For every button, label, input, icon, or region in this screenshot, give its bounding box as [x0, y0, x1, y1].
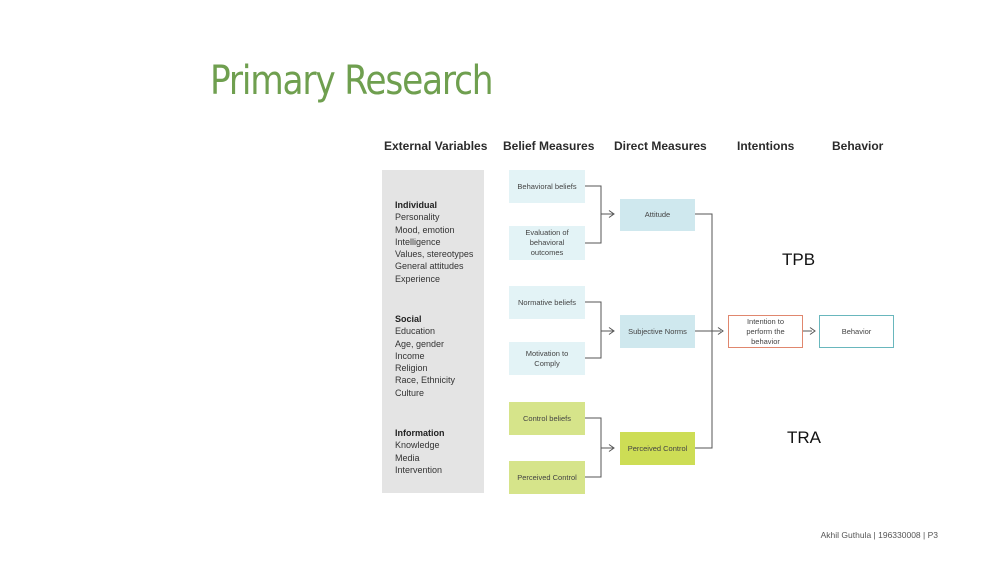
- ext-item: Culture: [395, 387, 425, 398]
- header-external-variables: External Variables: [384, 139, 488, 153]
- label-tra: TRA: [787, 428, 821, 447]
- ext-item: Race, Ethnicity: [395, 375, 456, 386]
- ext-item: Knowledge: [395, 440, 440, 451]
- ext-item: Experience: [395, 273, 441, 284]
- header-behavior: Behavior: [832, 139, 884, 153]
- group-title-information: Information: [395, 428, 445, 438]
- header-intentions: Intentions: [737, 139, 795, 153]
- external-variables-panel: Individual Personality Mood, emotion Int…: [382, 170, 484, 493]
- box-motivation-to-comply: Motivation to Comply: [509, 342, 585, 375]
- box-perceived-control-direct: Perceived Control: [620, 432, 695, 465]
- ext-item: Values, stereotypes: [395, 249, 474, 260]
- box-attitude: Attitude: [620, 199, 695, 231]
- ext-item: Mood, emotion: [395, 224, 455, 235]
- group-information: Information Knowledge Media Intervention: [395, 427, 445, 476]
- header-belief-measures: Belief Measures: [503, 139, 595, 153]
- ext-item: Intervention: [395, 464, 443, 475]
- ext-item: Education: [395, 326, 436, 337]
- box-intention: Intention to perform the behavior: [728, 315, 803, 348]
- group-title-individual: Individual: [395, 200, 438, 210]
- box-normative-beliefs: Normative beliefs: [509, 286, 585, 319]
- group-title-social: Social: [395, 314, 422, 324]
- footer-credit: Akhil Guthula | 196330008 | P3: [820, 530, 938, 540]
- box-control-beliefs: Control beliefs: [509, 402, 585, 435]
- ext-item: Age, gender: [395, 338, 445, 349]
- group-individual: Individual Personality Mood, emotion Int…: [395, 199, 473, 285]
- box-perceived-control-belief: Perceived Control: [509, 461, 585, 494]
- ext-item: General attitudes: [395, 261, 464, 272]
- ext-item: Religion: [395, 363, 428, 374]
- ext-item: Intelligence: [395, 236, 441, 247]
- header-direct-measures: Direct Measures: [614, 139, 707, 153]
- box-behavioral-beliefs: Behavioral beliefs: [509, 170, 585, 203]
- box-behavior: Behavior: [819, 315, 894, 348]
- page-title: Primary Research: [210, 58, 494, 104]
- label-tpb: TPB: [782, 250, 816, 269]
- box-evaluation-outcomes: Evaluation of behavioral outcomes: [509, 226, 585, 260]
- group-social: Social Education Age, gender Income Reli…: [395, 313, 455, 399]
- box-subjective-norms: Subjective Norms: [620, 315, 695, 348]
- ext-item: Media: [395, 452, 420, 463]
- ext-item: Income: [395, 350, 425, 361]
- ext-item: Personality: [395, 212, 440, 223]
